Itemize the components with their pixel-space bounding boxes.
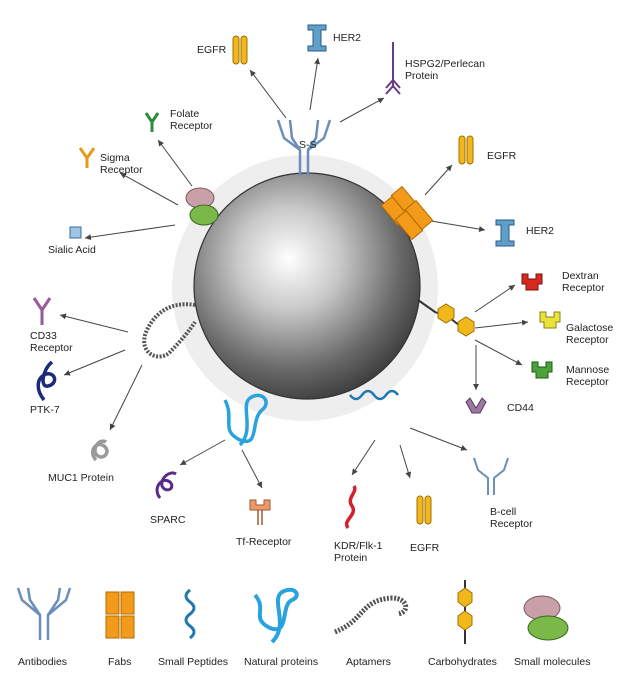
attached-aptamer	[142, 302, 197, 359]
label-mannose: Mannose Receptor	[566, 364, 610, 388]
dextran-receptor-icon	[521, 273, 543, 291]
label-ptk7: PTK-7	[30, 404, 60, 416]
small-molecule-icon	[523, 595, 569, 641]
kdr-icon	[344, 485, 357, 530]
ptk7-icon	[36, 360, 57, 402]
label-egfr-right: EGFR	[487, 150, 517, 162]
label-cd33: CD33 Receptor	[30, 330, 73, 354]
galactose-receptor-icon	[539, 311, 561, 329]
tf-receptor-icon	[249, 499, 271, 525]
legend-label-fabs: Fabs	[108, 656, 132, 668]
legend-label-small-molecules: Small molecules	[514, 656, 591, 668]
egfr-bottom-icon	[416, 495, 432, 525]
cd33-icon	[32, 297, 52, 325]
label-sialic: Sialic Acid	[48, 244, 96, 256]
label-sigma: Sigma Receptor	[100, 152, 143, 176]
fab-icon	[105, 591, 135, 639]
label-sparc: SPARC	[150, 514, 186, 526]
legend-label-small-peptides: Small Peptides	[158, 656, 229, 668]
hspg2-icon	[385, 42, 401, 95]
sigma-icon	[78, 147, 96, 168]
label-folate: Folate Receptor	[170, 108, 213, 132]
bcell-receptor-icon	[473, 457, 509, 495]
label-hspg2: HSPG2/Perlecan Protein	[405, 58, 485, 82]
attached-small-molecule	[185, 187, 219, 226]
attached-natural-protein	[223, 393, 268, 447]
legend-label-natural-proteins: Natural proteins	[244, 656, 319, 668]
arrows	[59, 57, 529, 489]
mannose-receptor-icon	[531, 361, 553, 379]
label-muc1: MUC1 Protein	[48, 472, 114, 484]
folate-icon	[144, 112, 160, 132]
label-her2-top: HER2	[333, 32, 362, 44]
attached-fabs	[380, 185, 434, 241]
legend	[16, 580, 569, 644]
sparc-icon	[155, 471, 177, 499]
her2-top-icon	[307, 24, 327, 52]
label-bcell: B-cell Receptor	[490, 506, 533, 530]
attached-antibody	[276, 119, 332, 176]
legend-label-carbohydrates: Carbohydrates	[428, 656, 497, 668]
attached-peptide	[349, 389, 399, 401]
egfr-right-icon	[458, 135, 474, 165]
muc1-icon	[91, 439, 109, 462]
natural-protein-icon	[253, 587, 299, 644]
label-her2-right: HER2	[526, 225, 555, 237]
sialic-acid-icon	[69, 226, 82, 239]
legend-label-aptamers: Aptamers	[346, 656, 391, 668]
attached-carbohydrate	[417, 299, 475, 337]
legend-label-antibodies: Antibodies	[18, 656, 68, 668]
label-dextran: Dextran Receptor	[562, 270, 605, 294]
peptide-icon	[184, 588, 196, 640]
cd44-icon	[465, 397, 487, 414]
label-egfr-top: EGFR	[197, 44, 227, 56]
her2-right-icon	[495, 219, 515, 247]
antibody-icon	[16, 587, 72, 640]
aptamer-icon	[334, 595, 409, 635]
label-kdr: KDR/Flk-1 Protein	[334, 540, 383, 564]
carbohydrate-icon	[457, 580, 473, 644]
label-cd44: CD44	[507, 402, 534, 414]
ss-bond: S-S	[299, 139, 317, 151]
egfr-top-icon	[232, 35, 248, 65]
label-galactose: Galactose Receptor	[566, 322, 614, 346]
label-tf: Tf-Receptor	[236, 536, 292, 548]
label-egfr-bottom: EGFR	[410, 542, 440, 554]
